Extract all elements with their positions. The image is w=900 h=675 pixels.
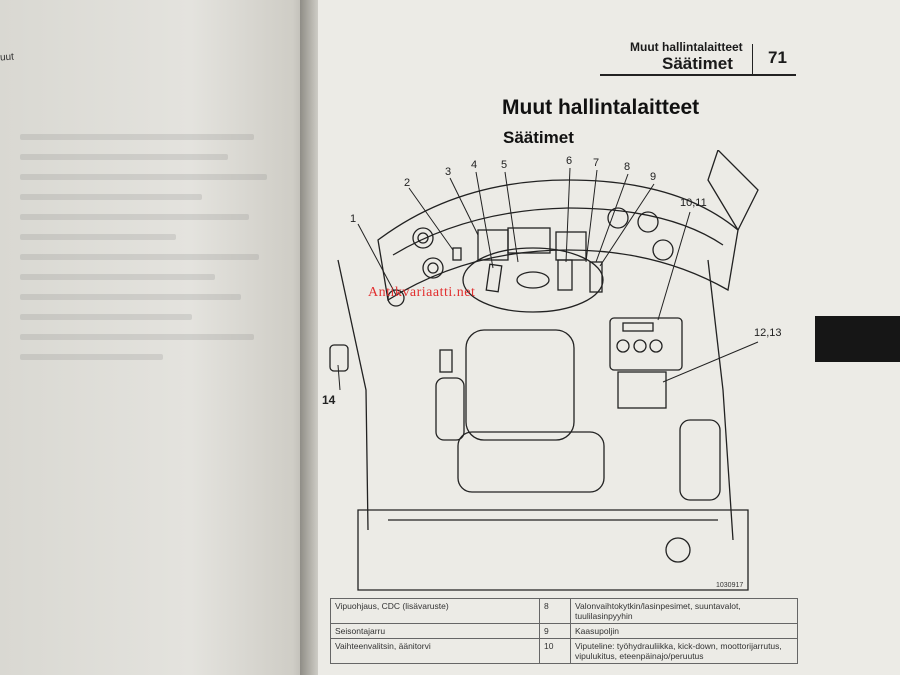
left-pillar <box>337 259 369 531</box>
callout-5: 5 <box>501 159 507 171</box>
lever-stand-switches <box>622 322 654 332</box>
air-vent-icon <box>637 211 659 233</box>
callout-4: 4 <box>471 159 477 171</box>
figure-id: 1030917 <box>716 582 743 589</box>
callout-1: 1 <box>350 213 356 225</box>
right-page <box>318 0 900 675</box>
page-number: 71 <box>768 48 787 67</box>
seat-cushion <box>457 431 605 493</box>
left-armrest <box>435 377 465 441</box>
callout-7: 7 <box>593 157 599 169</box>
callout-10-11: 10,11 <box>680 197 707 209</box>
control-lever <box>633 339 647 353</box>
instrument-panel-right <box>555 231 587 261</box>
floor-vent-icon <box>665 537 691 563</box>
air-vent-inner-icon <box>417 232 429 244</box>
steering-hub <box>516 271 550 289</box>
page-subtitle: Säätimet <box>503 128 574 147</box>
left-page-tag: uut <box>0 51 15 64</box>
legend-row: Vipuohjaus, CDC (lisävaruste) 8 Valonvai… <box>330 598 798 624</box>
air-vent-icon <box>387 289 405 307</box>
air-vent-icon <box>412 227 434 249</box>
legend-left-desc: Vaihteenvalitsin, äänitorvi <box>330 638 540 664</box>
legend-table: Vipuohjaus, CDC (lisävaruste) 8 Valonvai… <box>330 598 798 664</box>
steering-wheel <box>462 247 604 313</box>
legend-left-desc: Vipuohjaus, CDC (lisävaruste) <box>330 598 540 624</box>
running-header-subsection: Säätimet <box>662 54 733 73</box>
air-vent-icon <box>607 207 629 229</box>
callout-8: 8 <box>624 161 630 173</box>
air-vent-icon <box>652 239 674 261</box>
instrument-display <box>507 227 551 254</box>
legend-row: Seisontajarru 9 Kaasupoljin <box>330 623 798 639</box>
armrest-panel <box>617 371 667 409</box>
legend-row: Vaihteenvalitsin, äänitorvi 10 Viputelin… <box>330 638 798 664</box>
header-rule <box>600 74 796 76</box>
callout-12-13: 12,13 <box>754 327 782 339</box>
air-vent-icon <box>422 257 444 279</box>
running-header-section: Muut hallintalaitteet <box>630 40 743 54</box>
seat-back <box>465 329 575 441</box>
legend-right-num: 10 <box>539 638 571 664</box>
wiper-arm <box>707 150 759 232</box>
control-lever <box>649 339 663 353</box>
callout-6: 6 <box>566 155 572 167</box>
legend-right-desc: Viputeline: työhydrauliikka, kick-down, … <box>570 638 798 664</box>
header-divider <box>752 44 753 76</box>
page-title: Muut hallintalaitteet <box>502 96 700 119</box>
cdc-lever <box>439 349 453 373</box>
legend-right-num: 8 <box>539 598 571 624</box>
dash-switch <box>452 247 462 261</box>
air-vent-inner-icon <box>427 262 439 274</box>
cab-floor <box>357 509 749 591</box>
callout-2: 2 <box>404 177 410 189</box>
side-switch-14 <box>329 344 349 372</box>
chapter-tab-marker <box>815 316 900 362</box>
legend-right-desc: Kaasupoljin <box>570 623 798 639</box>
right-pillar <box>707 259 734 541</box>
legend-right-num: 9 <box>539 623 571 639</box>
callout-3: 3 <box>445 166 451 178</box>
brake-pedal-left <box>485 263 503 293</box>
brake-pedal-right <box>557 259 573 291</box>
legend-right-desc: Valonvaihtokytkin/lasinpesimet, suuntava… <box>570 598 798 624</box>
left-page: uut <box>0 0 318 675</box>
faded-text-block <box>20 120 280 540</box>
cab-controls-diagram: 1 2 3 4 5 6 7 8 9 10,11 12,13 14 1030917 <box>322 150 782 591</box>
callout-9: 9 <box>650 171 656 183</box>
door-handle-panel <box>679 419 721 501</box>
control-lever <box>616 339 630 353</box>
lever-stand-panel <box>609 317 683 371</box>
legend-left-desc: Seisontajarru <box>330 623 540 639</box>
callout-14: 14 <box>322 393 336 407</box>
watermark: Antikvariaatti.net <box>368 285 476 300</box>
